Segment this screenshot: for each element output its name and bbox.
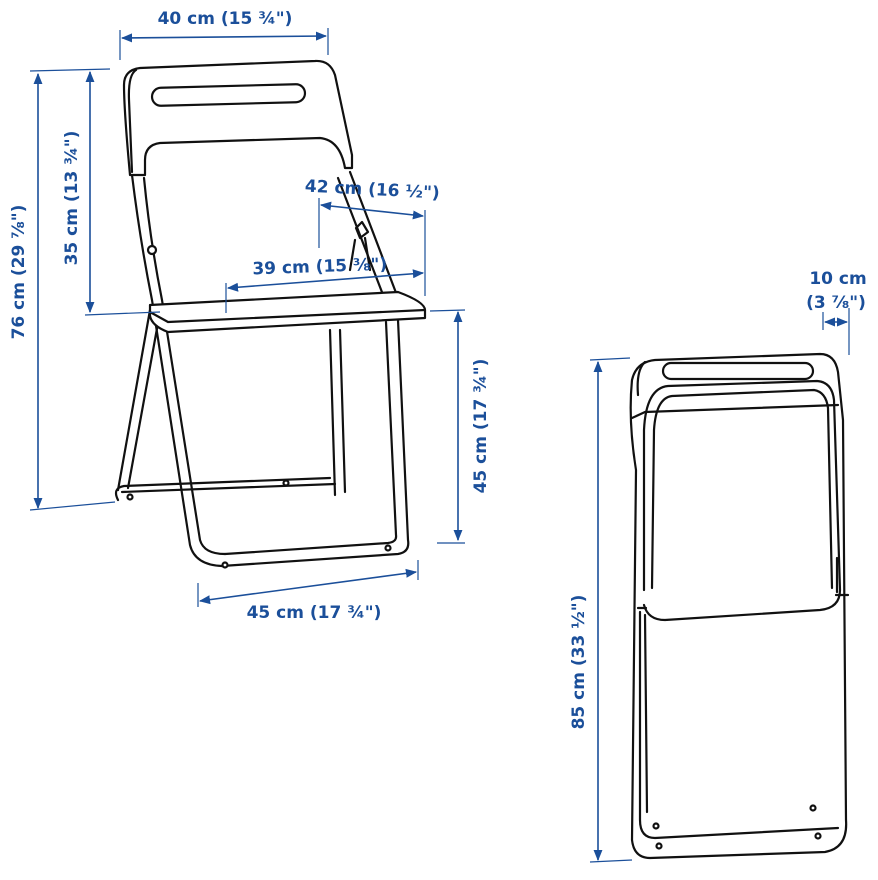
folded-height-label: 85 cm (33 ½") bbox=[569, 595, 589, 730]
folded-chair-drawing bbox=[629, 352, 850, 860]
total-height-label: 76 cm (29 ⅞") bbox=[9, 205, 29, 340]
seat-height-label: 45 cm (17 ¾") bbox=[471, 359, 491, 494]
width-label: 40 cm (15 ¾") bbox=[158, 9, 293, 29]
folded-thickness-in-label: (3 ⅞") bbox=[806, 293, 866, 313]
depth-label: 45 cm (17 ¾") bbox=[247, 603, 382, 623]
dimension-lines bbox=[29, 28, 850, 863]
seat-width-label: 42 cm (16 ½") bbox=[304, 176, 440, 203]
seat-depth-label: 39 cm (15 ⅜") bbox=[252, 255, 387, 280]
backrest-height-label: 35 cm (13 ¾") bbox=[62, 131, 82, 266]
unfolded-chair-drawing bbox=[114, 59, 427, 569]
folded-thickness-cm-label: 10 cm bbox=[809, 269, 866, 289]
